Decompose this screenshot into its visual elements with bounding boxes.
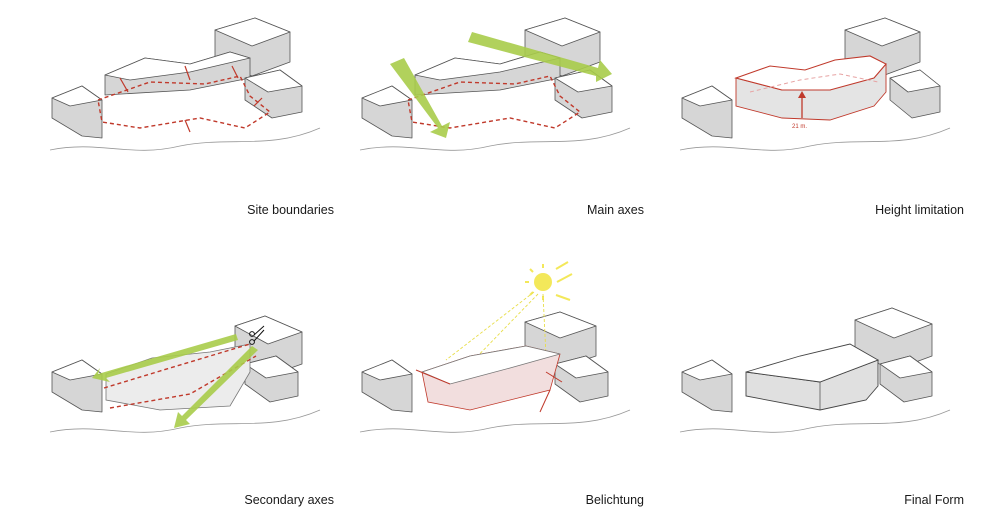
boundary-dashed [103,343,251,389]
main-axis-arrow-2 [468,32,612,82]
site-boundary-line [97,75,272,129]
site-boundaries-diagram [49,17,321,151]
ground-line [49,409,321,433]
panel-belichtung: Belichtung [350,260,650,507]
main-axes-diagram [359,17,631,151]
scissors-icon [249,325,265,345]
caption-belichtung: Belichtung [585,493,644,507]
ground-line [679,127,951,151]
secondary-axis-arrow-1 [92,334,238,382]
caption-secondary-axes: Secondary axes [244,493,334,507]
context-buildings [361,311,609,413]
secondary-axis-arrow-2 [174,346,258,428]
light-arrows [415,369,563,413]
caption-site-boundaries: Site boundaries [247,203,334,217]
height-limitation-diagram: 21 m. [679,17,951,151]
final-form-top [745,343,880,383]
height-arrow-head [798,91,806,98]
final-form-diagram [679,307,951,433]
boundary-arrows [119,65,263,133]
context-buildings [51,17,303,139]
ground-line [49,127,321,151]
panel-site-boundaries: Site boundaries [40,0,340,240]
panel-main-axes: Main axes [350,0,650,240]
context-buildings [51,315,303,413]
main-axis-arrow-1 [390,58,450,138]
secondary-axes-diagram [49,315,321,433]
caption-main-axes: Main axes [587,203,644,217]
height-dimension-label: 21 m. [792,124,807,130]
ground-line [679,409,951,433]
ground-line [359,127,631,151]
panel-final-form: Final Form [670,260,970,507]
context-buildings [361,17,613,139]
caption-final-form: Final Form [904,493,964,507]
panel-secondary-axes: Secondary axes [40,260,340,507]
height-limit-dashed [749,73,879,93]
belichtung-diagram [359,261,631,433]
height-volume-top [734,55,887,91]
sun-rays [445,291,547,367]
ground-line [359,409,631,433]
sun-icon [525,261,573,301]
caption-height-limitation: Height limitation [875,203,964,217]
context-buildings [681,307,933,413]
panel-height-limitation: 21 m. Height limitation [670,0,970,240]
